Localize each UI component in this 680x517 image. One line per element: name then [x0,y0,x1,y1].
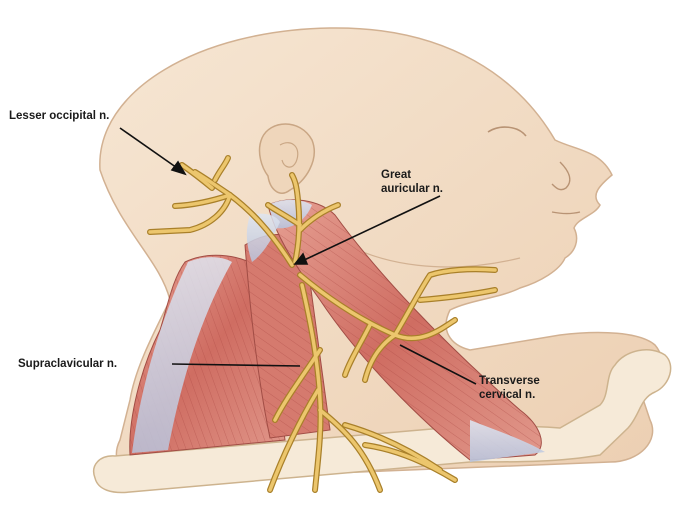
label-supraclavicular-nerve: Supraclavicular n. [18,357,117,371]
label-great-auricular-line2: auricular n. [381,182,443,196]
label-great-auricular-nerve: Great auricular n. [381,168,443,196]
label-transverse-cervical-nerve: Transverse cervical n. [479,374,540,402]
label-lesser-occipital-nerve: Lesser occipital n. [9,109,109,123]
label-great-auricular-line1: Great [381,168,443,182]
label-transverse-cervical-line2: cervical n. [479,388,540,402]
label-transverse-cervical-line1: Transverse [479,374,540,388]
